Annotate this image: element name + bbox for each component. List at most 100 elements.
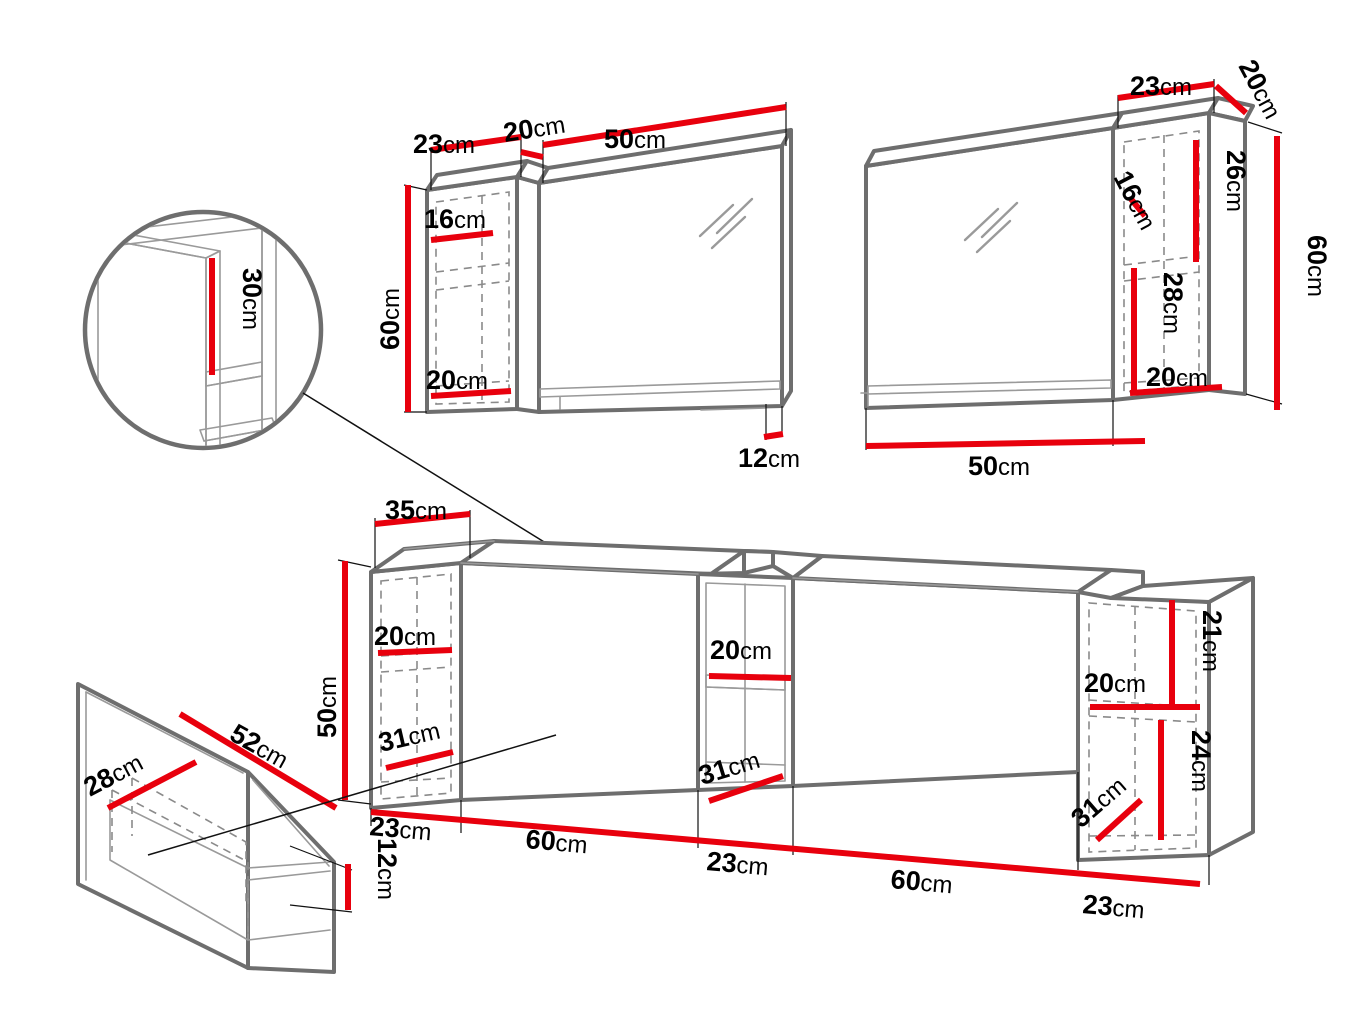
wcr-20cm-top-dim-line	[1213, 83, 1249, 116]
drawer-leader-line	[147, 734, 557, 856]
drawer-group: 28cm 52cm 12cm	[76, 682, 402, 974]
drawer-28cm-dim-line	[106, 759, 198, 811]
lb-right-shelf-2	[1088, 834, 1197, 837]
lb-chain-23b-label: 23cm	[705, 846, 769, 881]
wcr-ext-h-top	[1247, 121, 1283, 134]
drawer-box-rim	[247, 870, 331, 881]
wcl-16cm-dim-line	[430, 230, 494, 243]
lb-21cm-label: 21cm	[1197, 610, 1227, 672]
lb-left-20cm-label: 20cm	[374, 621, 436, 651]
wcl-20cm-bottom-label: 20cm	[426, 365, 488, 395]
lb-50cm-label: 50cm	[312, 676, 342, 738]
wcl-inner-box	[435, 191, 510, 405]
wcl-20cm-dim-line	[520, 149, 544, 160]
wcl-60cm-label: 60cm	[375, 288, 405, 350]
wcr-shelf-1b	[1123, 271, 1200, 282]
drawer-12cm-label: 12cm	[372, 838, 402, 900]
lb-right-20cm-label: 20cm	[1084, 668, 1146, 698]
lb-chain-60a-label: 60cm	[524, 824, 588, 859]
wcr-28cm-label: 28cm	[1158, 272, 1188, 334]
wcr-lip-edge	[860, 392, 869, 407]
drawer-box-bottom-edge	[247, 929, 331, 941]
lb-ext-50b	[337, 799, 372, 805]
lb-mid-inner-box	[705, 582, 786, 784]
lowboard-group: 35cm 50cm 20cm 31cm 20cm 31cm 20cm 21cm …	[147, 495, 1255, 924]
lb-top-edge-3	[792, 577, 1079, 593]
lb-bottom-chain-dim-line	[370, 809, 1201, 887]
wcr-23cm-label: 23cm	[1130, 71, 1192, 101]
wcl-50cm-label: 50cm	[604, 124, 666, 154]
wcl-shelf-1	[435, 262, 510, 273]
wcr-50cm-dim-line	[865, 438, 1146, 449]
lb-35cm-dim-line	[374, 511, 471, 527]
wcr-inner-box	[1123, 130, 1200, 393]
lb-chain-60b-label: 60cm	[889, 864, 953, 899]
wcl-right-edge	[780, 128, 793, 408]
lb-left-shelf-1b	[380, 666, 452, 673]
wcl-16cm-label: 16cm	[424, 204, 486, 234]
lb-top-edge-1	[403, 540, 495, 550]
lb-left-31cm-dim-line	[385, 749, 454, 771]
lb-35cm-label: 35cm	[385, 495, 447, 525]
detail-top-board-b	[111, 227, 263, 247]
lb-right-inner-box	[1088, 602, 1197, 853]
lb-left-20cm-dim-line	[377, 647, 453, 656]
wcr-26cm-label: 26cm	[1221, 150, 1251, 212]
detail-shelf-front	[205, 375, 263, 387]
wcl-12cm-label: 12cm	[738, 443, 800, 473]
lb-left-column	[369, 561, 463, 810]
wcr-glass-door	[864, 126, 1115, 410]
lb-left-inner-box	[380, 573, 452, 800]
lb-left-31cm-label: 31cm	[376, 715, 443, 758]
lb-top-edge-2	[460, 562, 699, 575]
lb-left-shelf-2	[380, 777, 452, 783]
wcr-50cm-label: 50cm	[968, 451, 1030, 481]
wcl-bottom-detail	[700, 407, 766, 411]
lb-mid-20cm-dim-line	[708, 673, 792, 681]
wcr-60cm-label: 60cm	[1302, 235, 1332, 297]
lb-top-right	[1109, 576, 1255, 604]
wcr-16cm-dim-line	[1128, 197, 1148, 218]
drawer-hidden-3	[131, 777, 247, 906]
wcr-20cm-base-label: 20cm	[1146, 362, 1208, 392]
lb-24cm-label: 24cm	[1186, 730, 1216, 792]
lb-chain-23a-label: 23cm	[368, 811, 432, 846]
lb-mid-bottom-shelf	[705, 761, 786, 766]
wall-cabinet-right-group: 23cm 20cm 60cm 26cm 16cm 28cm 20cm 50cm	[860, 55, 1332, 481]
drawer-front-inner	[85, 691, 244, 774]
wcr-door-top	[864, 111, 1124, 168]
wcl-shelf-1b	[435, 280, 510, 291]
magnifier-contents	[97, 214, 277, 446]
lb-right-31cm-dim-line	[1094, 797, 1144, 843]
wcl-12cm-dim-line	[763, 431, 784, 440]
lb-right-door	[791, 576, 1080, 788]
wcr-20cm-base-dim-line	[1129, 384, 1223, 396]
wcl-50cm-dim-line	[542, 104, 787, 148]
lb-chain-23c-label: 23cm	[1081, 889, 1145, 924]
lb-mid-31cm-dim-line	[708, 773, 784, 804]
drawer-hidden-1	[111, 789, 249, 934]
detail-30cm-label: 30cm	[237, 268, 267, 330]
wcr-right-face	[1207, 111, 1247, 396]
drawer-52cm-dim-line	[178, 711, 338, 811]
wcr-shelf-2	[1123, 377, 1200, 384]
wcl-lower-lip	[539, 380, 781, 398]
wcr-23cm-dim-line	[1117, 81, 1215, 101]
wcl-20cm-bottom-dim-line	[430, 388, 512, 399]
wcl-shelf-2	[435, 380, 510, 387]
lb-mid-20cm-label: 20cm	[710, 635, 772, 665]
wcl-20cm-label: 20cm	[501, 109, 567, 148]
wcl-23cm-dim-line	[430, 134, 522, 153]
lb-right-shelf-1b	[1088, 715, 1197, 723]
wall-cabinet-left-group: 23cm 20cm 50cm 60cm 16cm 20cm 12cm	[375, 102, 800, 473]
wcl-glass-reflection	[698, 197, 754, 250]
drawer-ext-12-top	[289, 845, 353, 871]
wcr-lower-lip	[867, 379, 1112, 395]
wcl-step-riser	[515, 175, 541, 414]
wcr-shelf-1	[1123, 255, 1200, 266]
wcl-glass-door	[537, 144, 784, 414]
drawer-side-inner	[252, 779, 330, 867]
drawer-ext-12-bot	[289, 904, 353, 913]
